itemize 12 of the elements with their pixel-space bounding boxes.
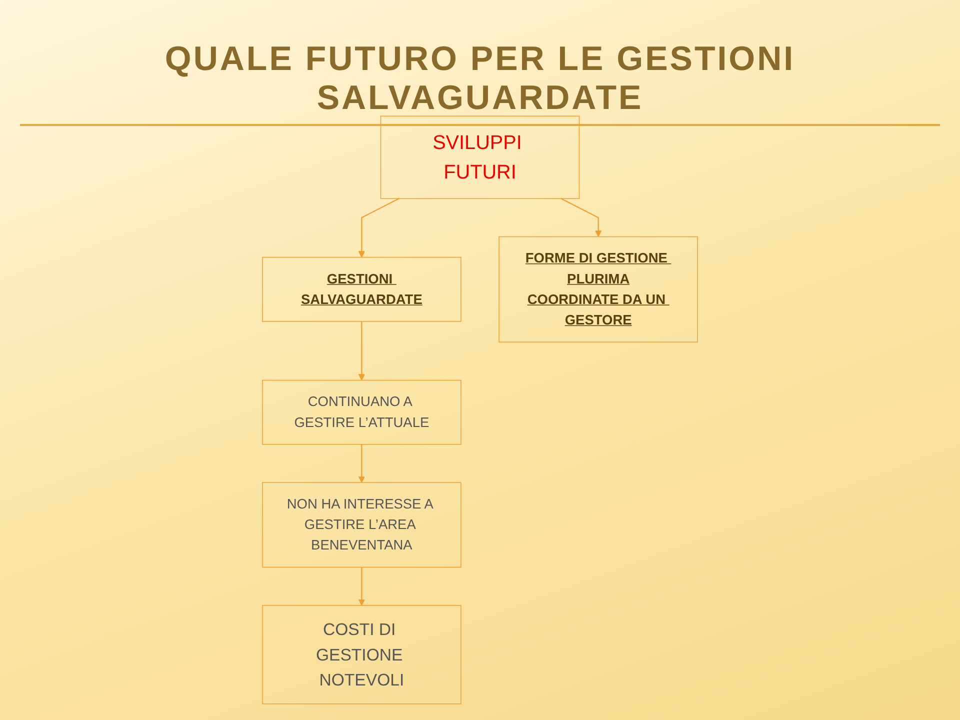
node-box: GESTIONI SALVAGUARDATE xyxy=(262,256,462,322)
node-box: CONTINUANO A GESTIRE L’ATTUALE xyxy=(262,380,462,445)
arrow xyxy=(358,198,400,258)
node-box: FORME DI GESTIONE PLURIMA COORDINATE DA UN GESTORE xyxy=(498,236,698,342)
node-box: SVILUPPI FUTURI xyxy=(380,116,580,199)
arrow xyxy=(358,321,366,381)
node-box: NON HA INTERESSE A GESTIRE L’AREA BENEVENTANA xyxy=(262,482,462,568)
arrow xyxy=(358,444,366,483)
arrow xyxy=(560,198,602,238)
arrow xyxy=(358,567,366,606)
slide-title: QUALE FUTURO PER LE GESTIONI SALVAGUARDATE xyxy=(20,40,940,126)
node-box: COSTI DI GESTIONE NOTEVOLI xyxy=(262,605,462,704)
